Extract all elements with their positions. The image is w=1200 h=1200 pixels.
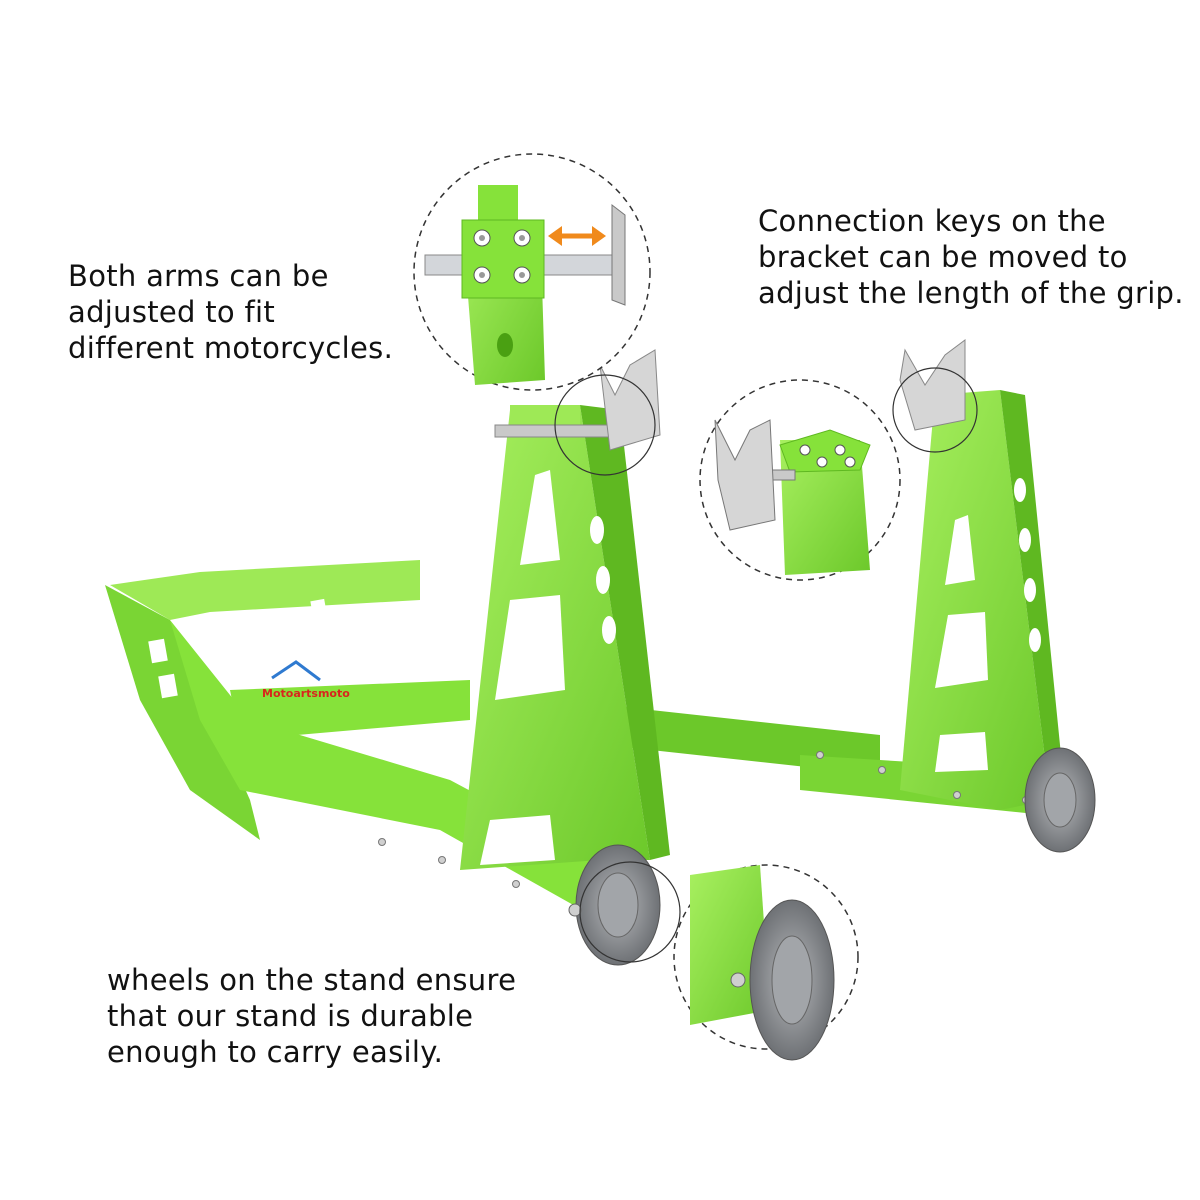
caption-line: adjust the length of the grip. bbox=[758, 276, 1184, 310]
caption-line: enough to carry easily. bbox=[107, 1035, 444, 1069]
caption-line: wheels on the stand ensure bbox=[107, 963, 517, 997]
brand-logo: Motoartsmoto bbox=[262, 660, 350, 700]
caption-line: bracket can be moved to bbox=[758, 240, 1128, 274]
left-upright bbox=[460, 405, 670, 870]
caption-adjustable-arms: Both arms can be adjusted to fit differe… bbox=[68, 258, 393, 366]
caption-wheels: wheels on the stand ensure that our stan… bbox=[107, 962, 516, 1070]
detail-callout-wheel bbox=[673, 864, 859, 1061]
highlight-circle-fork bbox=[554, 374, 656, 476]
stand-body: Motoartsmoto bbox=[105, 339, 1096, 966]
caption-line: Connection keys on the bbox=[758, 204, 1106, 238]
caption-line: different motorcycles. bbox=[68, 331, 394, 365]
wheel-right bbox=[1024, 747, 1096, 853]
right-upright bbox=[900, 390, 1065, 810]
caption-line: Both arms can be bbox=[68, 259, 329, 293]
detail-callout-connection-keys bbox=[413, 153, 651, 391]
fork-bracket-right bbox=[899, 339, 966, 431]
highlight-circle-wheel bbox=[579, 861, 681, 963]
highlight-circle-fork-right bbox=[892, 367, 978, 453]
caption-connection-keys: Connection keys on the bracket can be mo… bbox=[758, 203, 1184, 311]
detail-callout-bracket bbox=[699, 379, 901, 581]
caption-line: adjusted to fit bbox=[68, 295, 276, 329]
adjust-arrow-icon bbox=[548, 226, 606, 246]
caption-line: that our stand is durable bbox=[107, 999, 474, 1033]
brand-logo-text: Motoartsmoto bbox=[262, 687, 350, 700]
